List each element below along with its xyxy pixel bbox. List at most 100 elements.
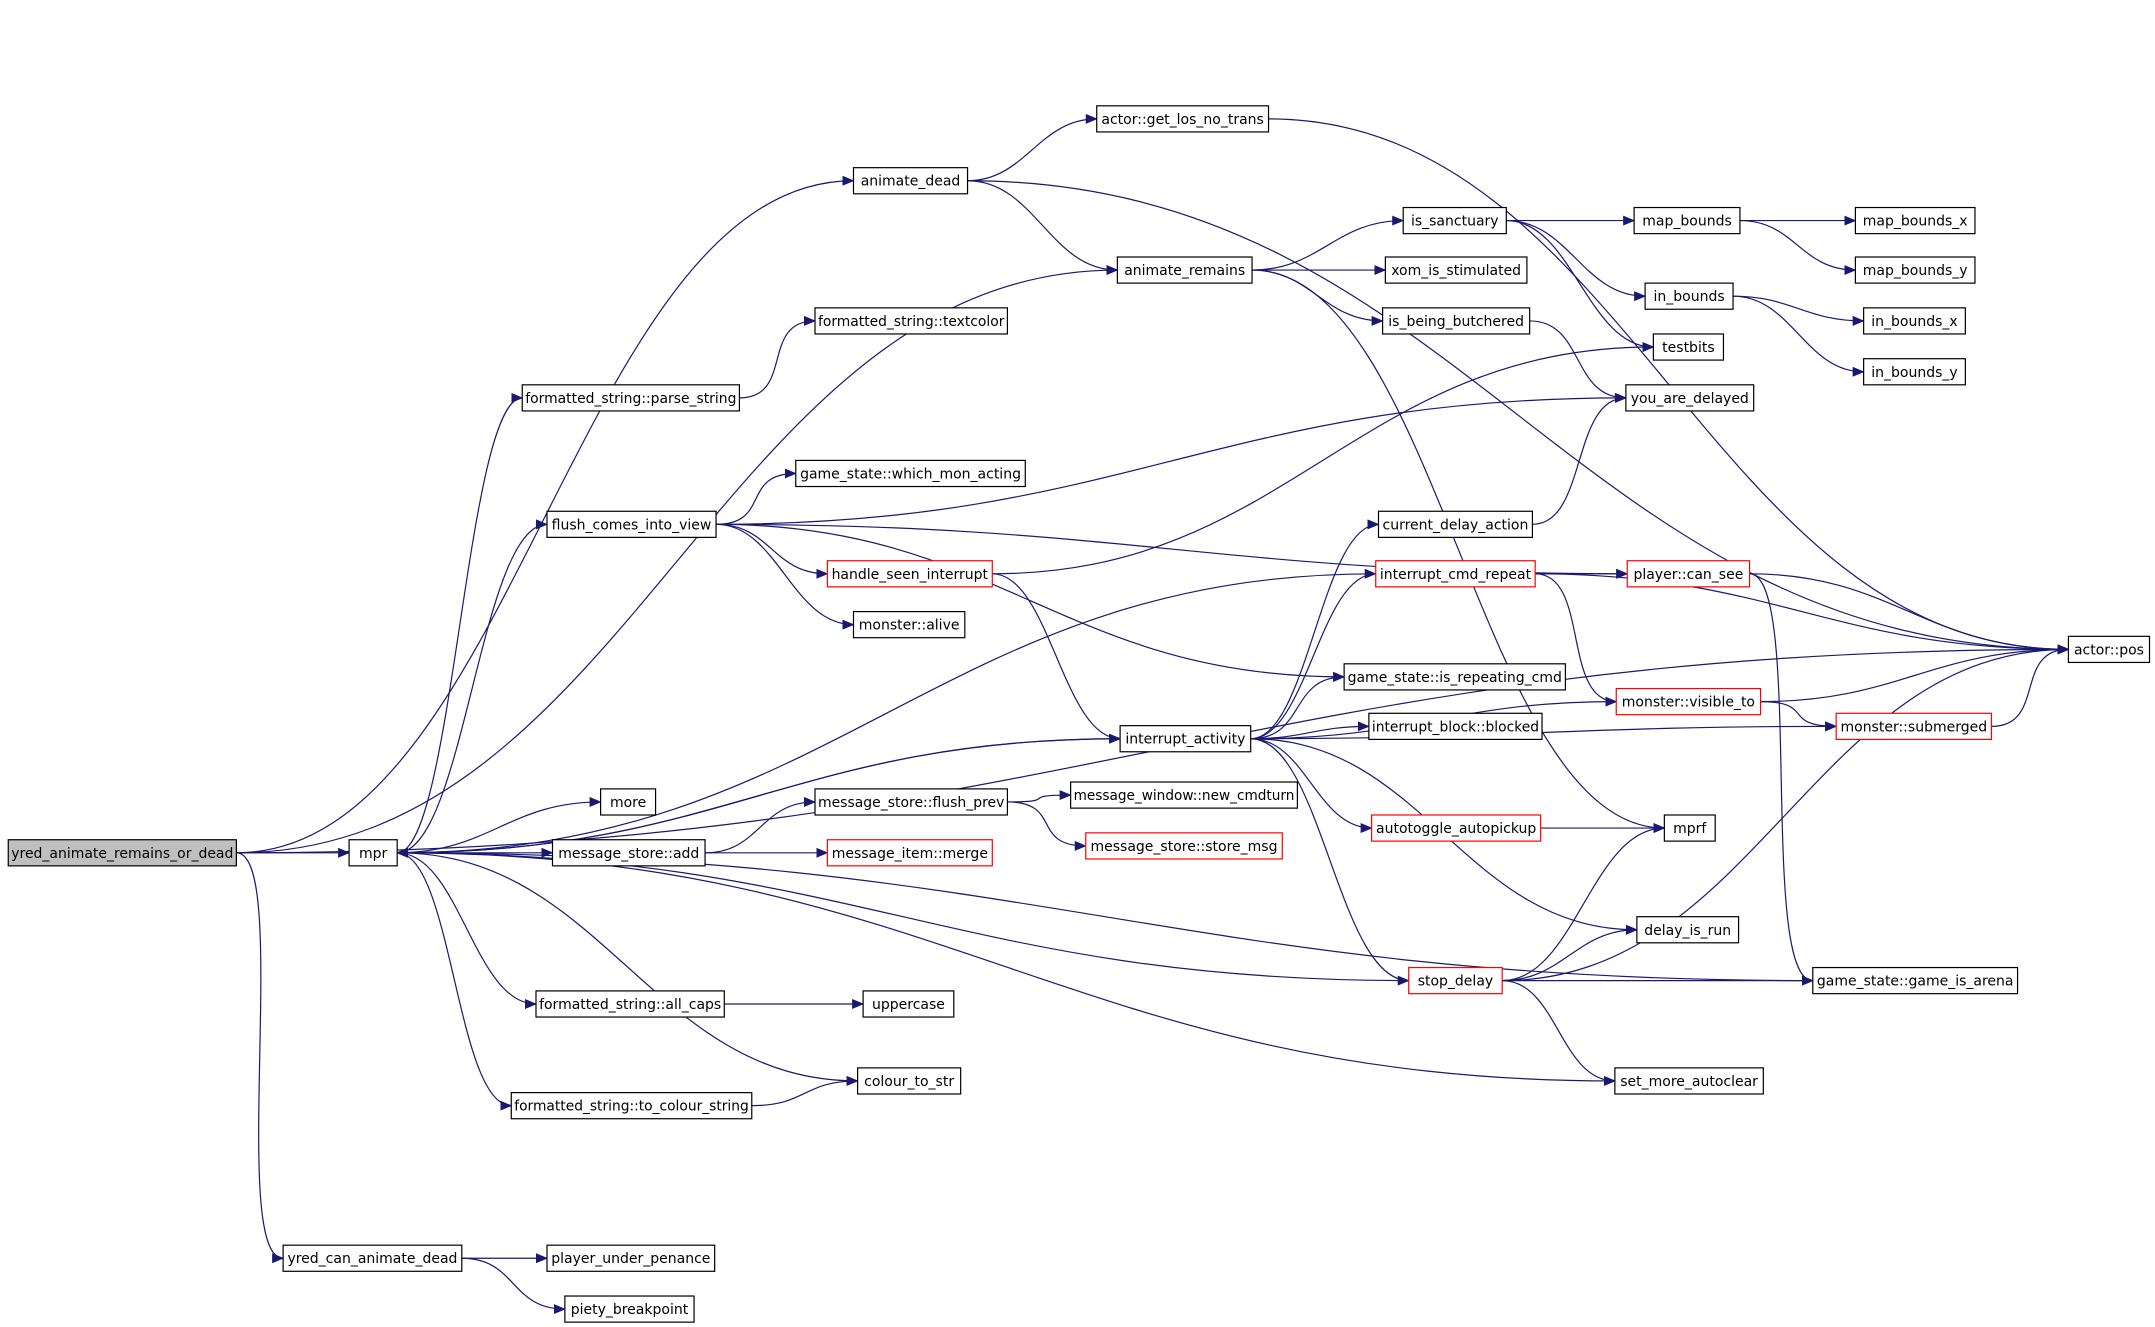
node-you-are-delayed[interactable]: you_are_delayed (1625, 384, 1755, 412)
node-is-sanctuary[interactable]: is_sanctuary (1402, 206, 1507, 235)
node-box (862, 990, 955, 1018)
node-game-state-game-is-arena[interactable]: game_state::game_is_arena (1812, 966, 2019, 995)
node-map-bounds-x[interactable]: map_bounds_x (1854, 206, 1976, 235)
node-flush-comes-into-view[interactable]: flush_comes_into_view (546, 510, 717, 538)
node-box (1408, 966, 1503, 995)
node-box (1854, 206, 1976, 235)
node-box (1070, 781, 1298, 809)
node-label: is_sanctuary (1411, 214, 1499, 230)
node-delay-is-run[interactable]: delay_is_run (1636, 916, 1740, 944)
node-in-bounds[interactable]: in_bounds (1644, 282, 1734, 310)
edge-map-bounds-to-map-bounds-y (1739, 219, 1857, 276)
node-formatted-string-textcolor[interactable]: formatted_string::textcolor (814, 307, 1009, 335)
node-message-window-new-cmdturn[interactable]: message_window::new_cmdturn (1070, 781, 1298, 809)
node-label: formatted_string::to_colour_string (514, 1099, 749, 1115)
node-label: interrupt_activity (1125, 732, 1245, 748)
edge-is-sanctuary-to-in-bounds (1506, 219, 1647, 302)
node-box (1085, 832, 1283, 860)
edge-interrupt-activity-to-mpr (396, 738, 1121, 858)
node-box (1835, 712, 1993, 741)
node-in-bounds-x[interactable]: in_bounds_x (1863, 307, 1966, 335)
node-handle-seen-interrupt[interactable]: handle_seen_interrupt (826, 560, 993, 588)
node-is-being-butchered[interactable]: is_being_butchered (1382, 307, 1531, 335)
edge-interrupt-cmd-repeat-to-mpr (396, 573, 1376, 858)
node-label: monster::submerged (1840, 719, 1987, 735)
node-label: game_state::is_repeating_cmd (1348, 670, 1562, 686)
node-monster-visible-to[interactable]: monster::visible_to (1615, 687, 1762, 716)
node-mpr[interactable]: mpr (348, 839, 398, 867)
node-label: mpr (359, 846, 388, 862)
node-message-store-flush-prev[interactable]: message_store::flush_prev (814, 788, 1009, 816)
node-animate-dead[interactable]: animate_dead (852, 167, 969, 195)
node-box (1382, 307, 1531, 335)
edge-mpr-to-more (397, 796, 602, 854)
node-monster-alive[interactable]: monster::alive (852, 610, 966, 639)
node-box (1402, 206, 1507, 235)
node-xom-is-stimulated[interactable]: xom_is_stimulated (1384, 256, 1528, 284)
edge-yred-can-animate-dead-to-piety-breakpoint (461, 1257, 566, 1315)
node-box (1812, 966, 2019, 995)
node-in-bounds-y[interactable]: in_bounds_y (1863, 358, 1966, 386)
node-box (1614, 1067, 1764, 1095)
node-message-item-merge[interactable]: message_item::merge (826, 839, 993, 867)
node-interrupt-cmd-repeat[interactable]: interrupt_cmd_repeat (1375, 560, 1536, 588)
node-player-under-penance[interactable]: player_under_penance (546, 1244, 716, 1272)
node-map-bounds-y[interactable]: map_bounds_y (1854, 256, 1976, 284)
edge-animate-remains-to-mprf (1252, 269, 1666, 834)
node-uppercase[interactable]: uppercase (862, 990, 955, 1018)
node-box (1636, 916, 1740, 944)
node-formatted-string-all-caps[interactable]: formatted_string::all_caps (535, 990, 725, 1018)
node-more[interactable]: more (599, 788, 657, 816)
node-label: piety_breakpoint (571, 1302, 689, 1318)
node-animate-remains[interactable]: animate_remains (1116, 256, 1253, 284)
node-actor-get-los-no-trans[interactable]: actor::get_los_no_trans (1096, 105, 1270, 133)
node-label: monster::alive (859, 618, 960, 634)
node-yred-animate-remains-or-dead[interactable]: yred_animate_remains_or_dead (7, 839, 237, 867)
node-formatted-string-parse-string[interactable]: formatted_string::parse_string (521, 384, 741, 412)
node-label: uppercase (872, 997, 945, 1013)
node-label: game_state::game_is_arena (1817, 974, 2014, 990)
node-label: formatted_string::parse_string (525, 391, 736, 407)
node-label: formatted_string::all_caps (539, 997, 721, 1013)
node-actor-pos[interactable]: actor::pos (2067, 635, 2151, 664)
node-interrupt-activity[interactable]: interrupt_activity (1119, 725, 1252, 753)
node-message-store-store-msg[interactable]: message_store::store_msg (1085, 832, 1283, 860)
node-message-store-add[interactable]: message_store::add (551, 839, 706, 867)
node-formatted-string-to-colour-string[interactable]: formatted_string::to_colour_string (510, 1092, 753, 1120)
node-stop-delay[interactable]: stop_delay (1408, 966, 1503, 995)
node-label: animate_remains (1124, 263, 1245, 279)
edge-interrupt-activity-to-monster-submerged (1250, 721, 1838, 740)
node-box (1116, 256, 1253, 284)
node-label: in_bounds_x (1871, 314, 1957, 330)
node-monster-submerged[interactable]: monster::submerged (1835, 712, 1993, 741)
node-yred-can-animate-dead[interactable]: yred_can_animate_dead (282, 1244, 463, 1272)
node-game-state-is-repeating-cmd[interactable]: game_state::is_repeating_cmd (1343, 663, 1566, 691)
node-box (348, 839, 398, 867)
node-set-more-autoclear[interactable]: set_more_autoclear (1614, 1067, 1764, 1095)
edge-handle-seen-interrupt-to-testbits (992, 342, 1655, 575)
node-player-can-see[interactable]: player::can_see (1626, 560, 1751, 588)
node-box (852, 610, 966, 639)
node-label: monster::visible_to (1622, 695, 1755, 711)
node-map-bounds[interactable]: map_bounds (1633, 206, 1741, 235)
node-interrupt-block-blocked[interactable]: interrupt_block::blocked (1368, 712, 1543, 741)
node-piety-breakpoint[interactable]: piety_breakpoint (564, 1295, 695, 1323)
edge-message-store-add-to-message-store-flush-prev (705, 796, 816, 854)
node-box (1343, 663, 1566, 691)
node-current-delay-action[interactable]: current_delay_action (1377, 510, 1534, 538)
node-label: game_state::which_mon_acting (800, 466, 1021, 482)
node-game-state-which-mon-acting[interactable]: game_state::which_mon_acting (795, 459, 1026, 488)
edge-handle-seen-interrupt-to-interrupt-activity (992, 573, 1122, 744)
node-box (1652, 333, 1725, 361)
node-box (1368, 712, 1543, 741)
node-testbits[interactable]: testbits (1652, 333, 1725, 361)
node-autotoggle-autopickup[interactable]: autotoggle_autopickup (1371, 814, 1542, 842)
node-box (814, 307, 1009, 335)
node-colour-to-str[interactable]: colour_to_str (857, 1067, 962, 1095)
node-box (795, 459, 1026, 488)
node-label: player_under_penance (551, 1251, 710, 1267)
node-box (1863, 358, 1966, 386)
node-label: player::can_see (1633, 567, 1743, 583)
node-mprf[interactable]: mprf (1663, 814, 1716, 842)
